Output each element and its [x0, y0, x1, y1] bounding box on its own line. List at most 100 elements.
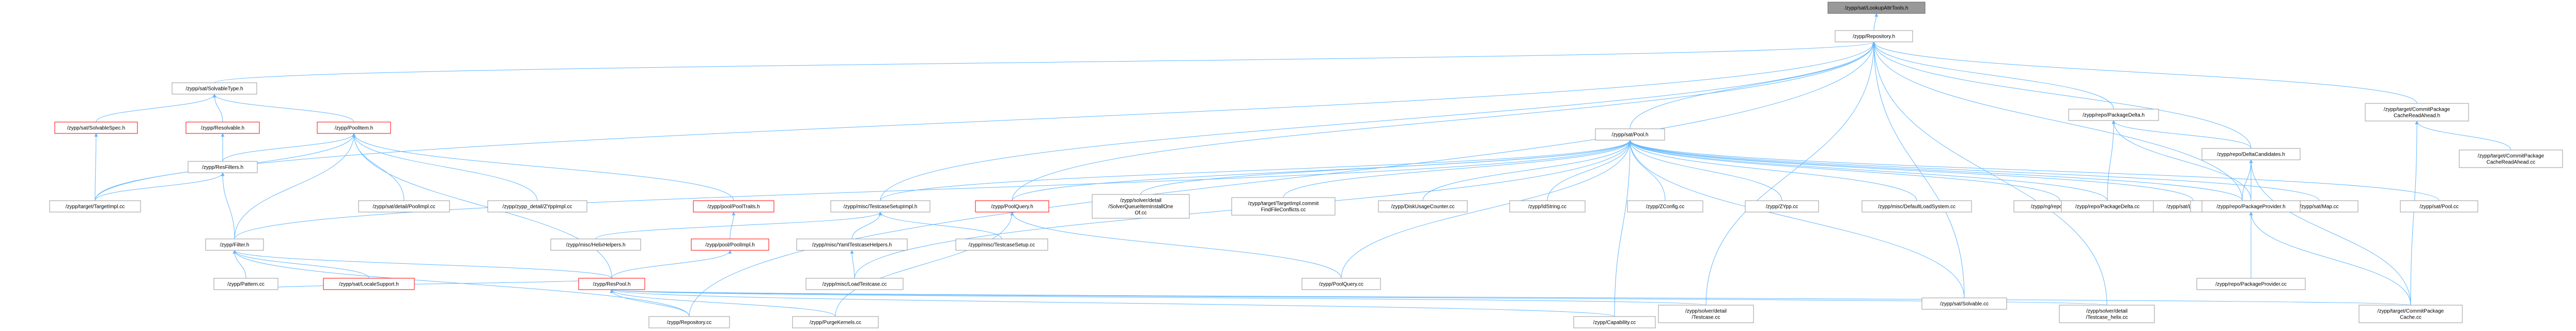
node-box [323, 278, 415, 290]
node-label: /zypp/PurgeKernels.cc [810, 320, 861, 326]
node-box [172, 82, 257, 95]
node-satpool[interactable]: /zypp/sat/Pool.h [1595, 128, 1665, 141]
node-solvablecc[interactable]: /zypp/sat/Solvable.cc [1921, 297, 2007, 310]
node-label: /zypp/PoolQuery.h [991, 204, 1033, 210]
node-label: /zypp/target/CommitPackage [2384, 107, 2450, 113]
edge-respool-to-filter [232, 250, 612, 279]
node-label: /zypp/misc/TestcaseSetup.cc [969, 243, 1035, 248]
node-resolvable[interactable]: /zypp/Resolvable.h [185, 122, 260, 134]
node-packageprovidercc[interactable]: /zypp/repo/PackageProvider.cc [2196, 278, 2306, 290]
node-box [2061, 200, 2154, 213]
node-zconfig[interactable]: /zypp/ZConfig.cc [1627, 200, 1703, 213]
node-label: /zypp/sat/detail/PoolImpl.cc [373, 204, 435, 210]
node-box [317, 122, 391, 134]
node-localesupport[interactable]: /zypp/sat/LocaleSupport.h [323, 278, 415, 290]
node-label: /zypp/zypp_detail/ZYppImpl.cc [503, 204, 572, 210]
edge-packagedeltacc-to-packagedelta [2107, 120, 2116, 201]
node-yamltestcasehelpers[interactable]: /zypp/misc/YamlTestcaseHelpers.h [796, 238, 908, 251]
node-poolimpl[interactable]: /zypp/sat/detail/PoolImpl.cc [358, 200, 450, 213]
node-loadtestcase[interactable]: /zypp/misc/LoadTestcase.cc [805, 278, 904, 290]
node-commitcachereadaheadcc[interactable]: /zypp/target/CommitPackageCacheReadAhead… [2459, 149, 2563, 168]
node-purgekernels[interactable]: /zypp/PurgeKernels.cc [792, 316, 879, 328]
node-label: /zypp/target/CommitPackage [2378, 309, 2444, 314]
node-resfilters[interactable]: /zypp/ResFilters.h [188, 161, 258, 173]
node-targetimpl[interactable]: /zypp/target/TargetImpl.cc [49, 200, 141, 213]
node-satpoolcc[interactable]: /zypp/sat/Pool.cc [2400, 200, 2478, 213]
node-label: /zypp/ZConfig.cc [1646, 204, 1684, 210]
edge-targetimpl-to-solvablespec [94, 133, 98, 201]
node-zyppimpl[interactable]: /zypp/zypp_detail/ZYppImpl.cc [487, 200, 587, 213]
edge-commitcachecc-to-commitcachereadahead [2410, 121, 2419, 306]
node-box [188, 161, 258, 173]
edge-poolquerycc-to-poolquery [1010, 212, 1342, 279]
node-poolimplh[interactable]: /zypp/pool/PoolImpl.h [691, 238, 769, 251]
node-solvablespec[interactable]: /zypp/sat/SolvableSpec.h [54, 122, 138, 134]
node-packageprovider[interactable]: /zypp/repo/PackageProvider.h [2201, 200, 2301, 213]
node-diskusagecounter[interactable]: /zypp/DiskUsageCounter.cc [1378, 200, 1468, 213]
node-label: Of.cc [1135, 210, 1146, 216]
node-box [975, 200, 1049, 213]
node-poolquerycc[interactable]: /zypp/PoolQuery.cc [1301, 278, 1381, 290]
node-helixhelpers[interactable]: /zypp/misc/HelixHelpers.h [550, 238, 641, 251]
edge-poolquery-to-satpool [1012, 140, 1632, 201]
node-idstring[interactable]: /zypp/IdString.cc [1509, 200, 1586, 213]
node-poolquery[interactable]: /zypp/PoolQuery.h [975, 200, 1049, 213]
node-pattern[interactable]: /zypp/Pattern.cc [213, 278, 278, 290]
node-label: /zypp/Capability.cc [1593, 320, 1636, 326]
edge-filter-to-poolitem [234, 133, 356, 239]
node-label: /zypp/solver/detail [1120, 198, 1161, 204]
node-testcasesetup[interactable]: /zypp/misc/TestcaseSetup.cc [955, 238, 1048, 251]
node-box [213, 278, 278, 290]
node-testcasecc[interactable]: /zypp/solver/detail/Testcase.cc [1658, 305, 1754, 323]
node-box [185, 122, 260, 134]
node-poolitem[interactable]: /zypp/PoolItem.h [317, 122, 391, 134]
node-label: /SolverQueueItemInstallOne [1108, 204, 1173, 210]
node-box [2400, 200, 2478, 213]
node-solverqueue[interactable]: /zypp/solver/detail/SolverQueueItemInsta… [1092, 194, 1190, 219]
node-defaultloadsystem[interactable]: /zypp/misc/DefaultLoadSystem.cc [1861, 200, 1972, 213]
node-repositorycc[interactable]: /zypp/Repository.cc [648, 316, 730, 328]
node-filter[interactable]: /zypp/Filter.h [205, 238, 264, 251]
edge-packagedelta-to-repository [1872, 41, 2114, 110]
node-box [2365, 103, 2469, 122]
edge-capability-to-satpool [1614, 140, 1632, 317]
node-findfileconflicts[interactable]: /zypp/target/TargetImpl.commitFindFileCo… [1231, 197, 1336, 216]
node-label: /zypp/target/TargetImpl.commit [1248, 201, 1319, 207]
node-label: CacheReadAhead.h [2394, 113, 2440, 119]
node-label: /zypp/sat/Map.cc [2300, 204, 2338, 210]
node-capability[interactable]: /zypp/Capability.cc [1573, 316, 1656, 328]
node-label: Cache.cc [2400, 315, 2422, 321]
node-box [1921, 297, 2007, 310]
node-box [1595, 128, 1665, 141]
node-box [205, 238, 264, 251]
node-pooltraits[interactable]: /zypp/pool/PoolTraits.h [693, 200, 774, 213]
edge-resolvable-to-solvabletype [212, 94, 223, 123]
node-packagedelta[interactable]: /zypp/repo/PackageDelta.h [2068, 109, 2159, 121]
edge-deltacandidates-to-repository [1872, 41, 2252, 149]
node-box [2459, 149, 2563, 168]
node-zypp[interactable]: /zypp/ZYpp.cc [1745, 200, 1819, 213]
node-deltacandidates[interactable]: /zypp/repo/DeltaCandidates.h [2201, 148, 2301, 160]
node-label: /zypp/Pattern.cc [227, 282, 265, 288]
node-packagedeltacc[interactable]: /zypp/repo/PackageDelta.cc [2061, 200, 2154, 213]
node-box [792, 316, 879, 328]
node-box [49, 200, 141, 213]
node-box [1301, 278, 1381, 290]
edge-diskusagecounter-to-satpool [1422, 140, 1632, 201]
node-box [550, 238, 641, 251]
node-box [805, 278, 904, 290]
node-label: FindFileConflicts.cc [1261, 207, 1306, 213]
edge-targetimpl-to-resfilters [95, 172, 225, 201]
node-label: /zypp/sat/LocaleSupport.h [339, 282, 399, 288]
edge-respool-to-poolimplh [611, 250, 732, 279]
node-label: /zypp/ResFilters.h [202, 165, 243, 171]
node-label: /zypp/solver/detail [2086, 309, 2128, 314]
node-respool[interactable]: /zypp/ResPool.h [578, 278, 645, 290]
node-testcasehelix[interactable]: /zypp/solver/detail/Testcase_helix.cc [2059, 305, 2155, 323]
node-solvabletype[interactable]: /zypp/sat/SolvableType.h [172, 82, 257, 95]
node-lookupattrtools[interactable]: /zypp/sat/LookupAttrTools.h [1827, 2, 1926, 14]
node-repository[interactable]: /zypp/Repository.h [1835, 30, 1913, 42]
node-commitcachereadahead[interactable]: /zypp/target/CommitPackageCacheReadAhead… [2365, 103, 2469, 122]
node-testcasesetupimpl[interactable]: /zypp/misc/TestcaseSetupImpl.h [830, 200, 930, 213]
